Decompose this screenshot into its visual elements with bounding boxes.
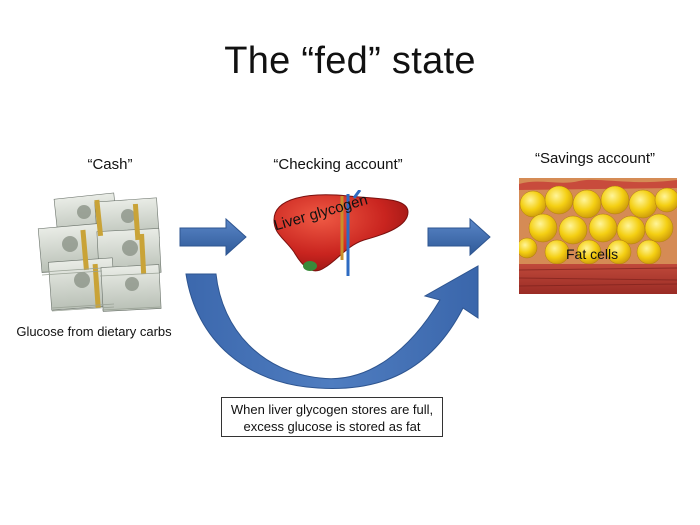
arrow-liver-to-fat <box>427 217 491 257</box>
cash-label: “Cash” <box>87 156 133 173</box>
fat-storage-note: When liver glycogen stores are full, exc… <box>221 397 443 437</box>
arrow-cash-to-fat-curve <box>185 265 479 389</box>
liver-icon <box>273 190 409 276</box>
glucose-caption: Glucose from dietary carbs <box>16 324 172 339</box>
money-stack-icon <box>37 192 162 312</box>
savings-account-label: “Savings account” <box>534 150 656 167</box>
page-title: The “fed” state <box>224 40 476 82</box>
note-line-2: excess glucose is stored as fat <box>243 419 421 434</box>
fat-cells-label: Fat cells <box>566 246 619 262</box>
note-line-1: When liver glycogen stores are full, <box>230 402 434 417</box>
arrow-cash-to-liver <box>179 217 247 257</box>
checking-account-label: “Checking account” <box>273 156 403 173</box>
fat-cells-icon <box>519 178 677 294</box>
